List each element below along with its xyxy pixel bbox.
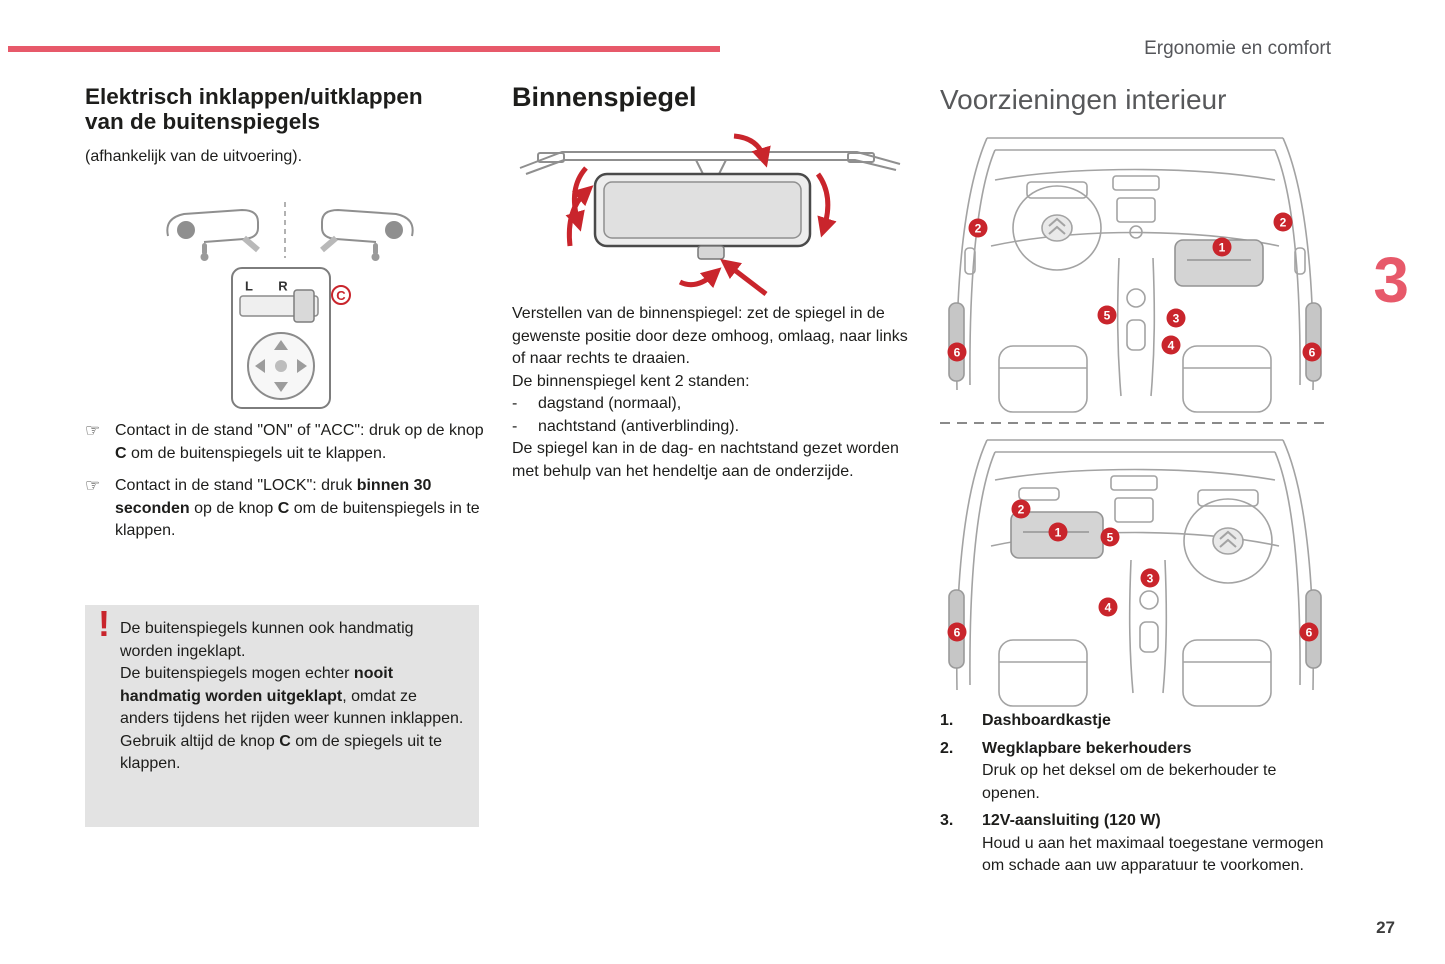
callout-5: 5 [1097,305,1117,325]
feature-description: Druk op het deksel om de bekerhouder te … [982,762,1277,802]
hand-pointer-icon: ☞ [85,476,101,495]
callout-6: 6 [947,622,967,642]
callout-6: 6 [1302,342,1322,362]
accent-bar [8,46,720,52]
callout-3: 3 [1166,308,1186,328]
feature-body: 12V-aansluiting (120 W) Houd u aan het m… [982,810,1335,878]
callout-1: 1 [1212,237,1232,257]
warning-paragraph: Gebruik altijd de knop C om de spiegels … [120,731,465,776]
section-subtitle: (afhankelijk van de uitvoering). [85,148,303,165]
callout-1: 1 [1048,522,1068,542]
chapter-header: Ergonomie en comfort [1144,38,1331,59]
mirror-control-drawing [166,202,414,409]
interior-mirror-drawing [519,133,901,296]
feature-description: Houd u aan het maximaal toegestane vermo… [982,834,1324,875]
warning-text-segment: , omdat ze anders tijdens het rijden wee… [120,687,464,728]
instruction-text-bold: C [277,499,290,517]
instruction-text-segment: om de buitenspiegels in te klappen. [115,499,480,540]
callout-6: 6 [1299,622,1319,642]
instruction-item: ☞ Contact in de stand "LOCK": druk binne… [85,475,485,543]
instruction-text-segment: om de buitenspiegels uit te klappen. [126,444,387,462]
feature-title: 12V-aansluiting (120 W) [982,812,1161,829]
callout-2: 2 [1273,212,1293,232]
section-title-interior-features: Voorzieningen interieur [940,84,1227,115]
instruction-text-bold: binnen 30 seconden [115,477,432,517]
dash-marker: - [512,395,518,412]
dash-text: dagstand (normaal), [538,395,682,412]
feature-number: 2. [940,739,954,757]
feature-number: 3. [940,812,954,829]
section-title-interior-mirror: Binnenspiegel [512,82,697,112]
callout-4: 4 [1098,597,1118,617]
interior-mirror-text: Verstellen van de binnenspiegel: zet de … [512,303,910,483]
warning-paragraph: De buitenspiegels kunnen ook handmatig w… [120,618,465,663]
warning-paragraph: De buitenspiegels mogen echter nooit han… [120,663,465,731]
warning-text-segment: De buitenspiegels mogen echter [120,665,354,682]
callout-5: 5 [1100,527,1120,547]
warning-text-segment: Gebruik altijd de knop [120,732,280,750]
right-mirror-select-label: R [278,278,288,294]
callout-2: 2 [1011,499,1031,519]
paragraph: Verstellen van de binnenspiegel: zet de … [512,305,908,367]
warning-text-segment: De buitenspiegels kunnen ook handmatig w… [120,620,414,660]
interior-features-list: 1. Dashboardkastje 2. Wegklapbare bekerh… [940,710,1335,883]
callout-6: 6 [947,342,967,362]
paragraph: De binnenspiegel kent 2 standen: [512,372,750,390]
callout-3: 3 [1140,568,1160,588]
button-c-callout: C [331,285,351,305]
dashboard-illustration: 2 2 1 5 3 4 6 6 2 1 5 3 4 6 6 [935,128,1335,713]
warning-box: ! De buitenspiegels kunnen ook handmatig… [85,605,479,827]
mirror-control-illustration: L R C [150,196,430,414]
warning-text-bold: nooit handmatig worden uitgeklapt [120,665,394,705]
left-mirror-select-label: L [245,278,253,294]
instruction-text-segment: Contact in de stand "ON" of "ACC": druk … [115,422,484,439]
feature-item: 1. Dashboardkastje [940,710,1335,733]
dash-list-item: - dagstand (normaal), [512,393,910,416]
instruction-list: ☞ Contact in de stand "ON" of "ACC": dru… [85,420,485,553]
dash-marker: - [512,417,518,435]
feature-body: Wegklapbare bekerhouders Druk op het dek… [982,738,1335,806]
warning-text-segment: om de spiegels uit te klappen. [120,732,442,773]
chapter-number: 3 [1373,244,1409,316]
callout-4: 4 [1161,335,1181,355]
instruction-item: ☞ Contact in de stand "ON" of "ACC": dru… [85,420,485,465]
section-title-mirror-folding: Elektrisch inklappen/uitklappen van de b… [85,84,495,134]
instruction-text-segment: op de knop [189,499,278,517]
feature-item: 2. Wegklapbare bekerhouders Druk op het … [940,738,1335,806]
warning-text-bold: C [279,732,291,750]
page-number: 27 [1376,918,1395,937]
dash-list-item: - nachtstand (antiverblinding). [512,416,910,439]
section-title-line1: Elektrisch inklappen/uitklappen [85,84,423,109]
dash-text: nachtstand (antiverblinding). [538,417,740,435]
instruction-text-segment: Contact in de stand "LOCK": druk [115,477,357,494]
feature-title: Dashboardkastje [982,712,1111,729]
instruction-text: Contact in de stand "LOCK": druk binnen … [115,475,485,543]
interior-mirror-illustration [512,124,907,302]
callout-2: 2 [968,218,988,238]
feature-body: Dashboardkastje [982,710,1335,733]
hand-pointer-icon: ☞ [85,421,101,440]
instruction-text-bold: C [115,444,127,462]
feature-number: 1. [940,712,954,729]
section-title-line2: van de buitenspiegels [85,109,321,134]
feature-item: 3. 12V-aansluiting (120 W) Houd u aan he… [940,810,1335,878]
warning-icon: ! [98,603,110,644]
feature-title: Wegklapbare bekerhouders [982,739,1192,757]
paragraph: De spiegel kan in de dag- en nachtstand … [512,440,899,480]
instruction-text: Contact in de stand "ON" of "ACC": druk … [115,420,485,465]
